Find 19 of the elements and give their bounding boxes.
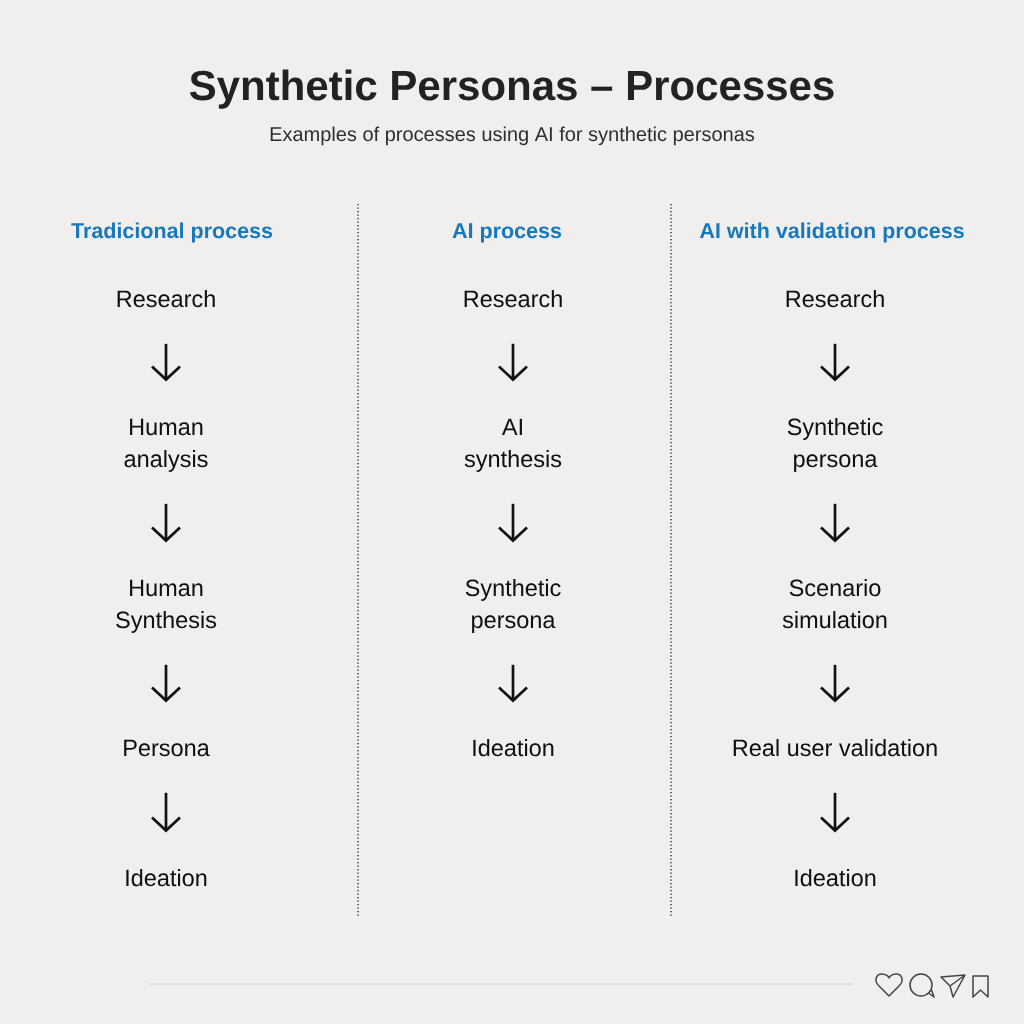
step-label: Synthetic persona (787, 418, 883, 472)
step-label: Research (117, 290, 215, 308)
step-label: Ideation (795, 869, 876, 887)
column-heading: AI with validation process (699, 222, 964, 243)
step-label: Synthetic persona (465, 579, 561, 633)
step-label: Real user validation (733, 739, 937, 757)
step-label: Ideation (126, 869, 207, 887)
step-label: Persona (124, 739, 210, 757)
step-label: Human analysis (124, 418, 208, 472)
step-label: AI synthesis (464, 418, 562, 472)
step-label: Scenario simulation (782, 579, 887, 629)
subtitle: Examples of processes using AI for synthetic personas (270, 126, 755, 146)
column-heading: AI process (452, 223, 562, 243)
step-label: Research (786, 290, 884, 308)
step-label: Human Synthesis (116, 579, 217, 633)
title: Synthetic Personas – Processes (189, 69, 834, 109)
step-label: Research (464, 290, 562, 308)
column-heading: Tradicional process (71, 222, 273, 243)
step-label: Ideation (473, 739, 554, 757)
